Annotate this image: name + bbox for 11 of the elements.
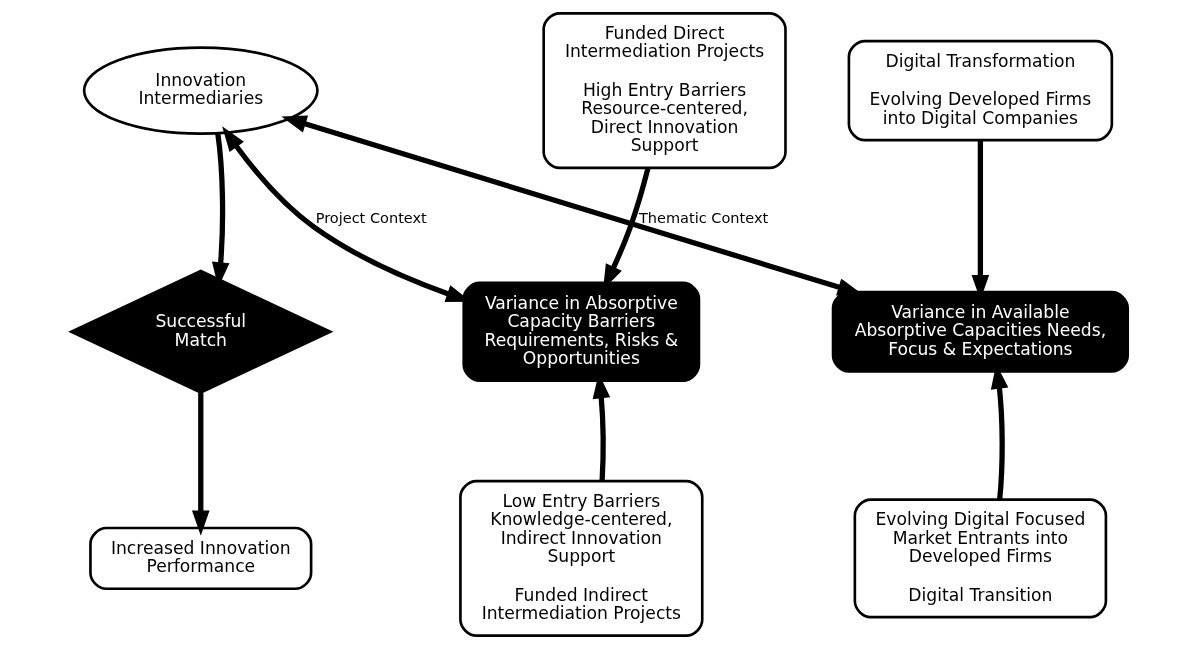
edge-label: Thematic Context — [638, 210, 769, 227]
edge-label: Project Context — [315, 210, 427, 227]
node-box: Variance in Absorptive Capacity Barriers Requirements, Risks & Opportunities — [462, 281, 701, 382]
arrow — [191, 393, 210, 536]
node-box: Increased Innovation Performance — [89, 526, 313, 591]
node-box: Digital Transformation Evolving Developed Firms into Digital Companies — [847, 39, 1114, 142]
node-box: Funded Direct Intermediation Projects High Entry Barriers Resource-centered, Direct Innovation Support — [542, 12, 787, 170]
node-box: Variance in Available Absorptive Capacities Needs, Focus & Expectations — [831, 290, 1130, 373]
node-diamond: Successful Match — [68, 269, 334, 394]
node-box: Evolving Digital Focused Market Entrants into Developed Firms Digital Transition — [853, 498, 1108, 619]
node-box: Low Entry Barriers Knowledge-centered, Indirect Innovation Support Funded Indirect Intermediation Projects — [459, 479, 704, 637]
